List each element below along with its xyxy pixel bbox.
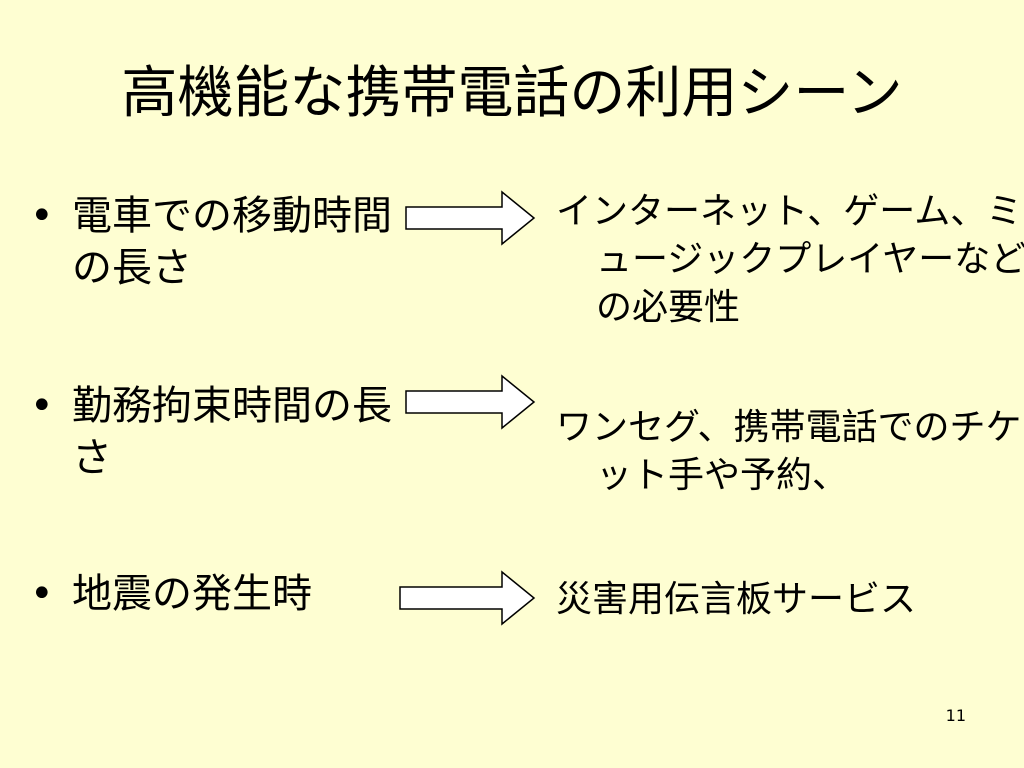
use-description-earthquake: 災害用伝言板サービス [556, 579, 917, 620]
page-number: 11 [945, 706, 966, 725]
bullet-icon: • [30, 571, 54, 617]
use-description-work-hours: ワンセグ、携帯電話でのチケット手や予約、 [556, 407, 1022, 496]
bullet-icon: • [30, 193, 54, 239]
right-arrow-icon [399, 570, 536, 626]
bullet-text: 電車での移動時間の長さ [72, 193, 392, 291]
bullet-icon: • [30, 383, 54, 429]
bullet-text: 地震の発生時 [72, 571, 312, 617]
right-arrow-icon [405, 190, 536, 246]
use-description-commute: インターネット、ゲーム、ミュージックプレイヤーなどの必要性 [556, 191, 1024, 328]
bullet-text: 勤務拘束時間の長さ [72, 383, 392, 481]
right-arrow-icon [405, 374, 536, 430]
slide-title: 高機能な携帯電話の利用シーン [121, 61, 903, 126]
